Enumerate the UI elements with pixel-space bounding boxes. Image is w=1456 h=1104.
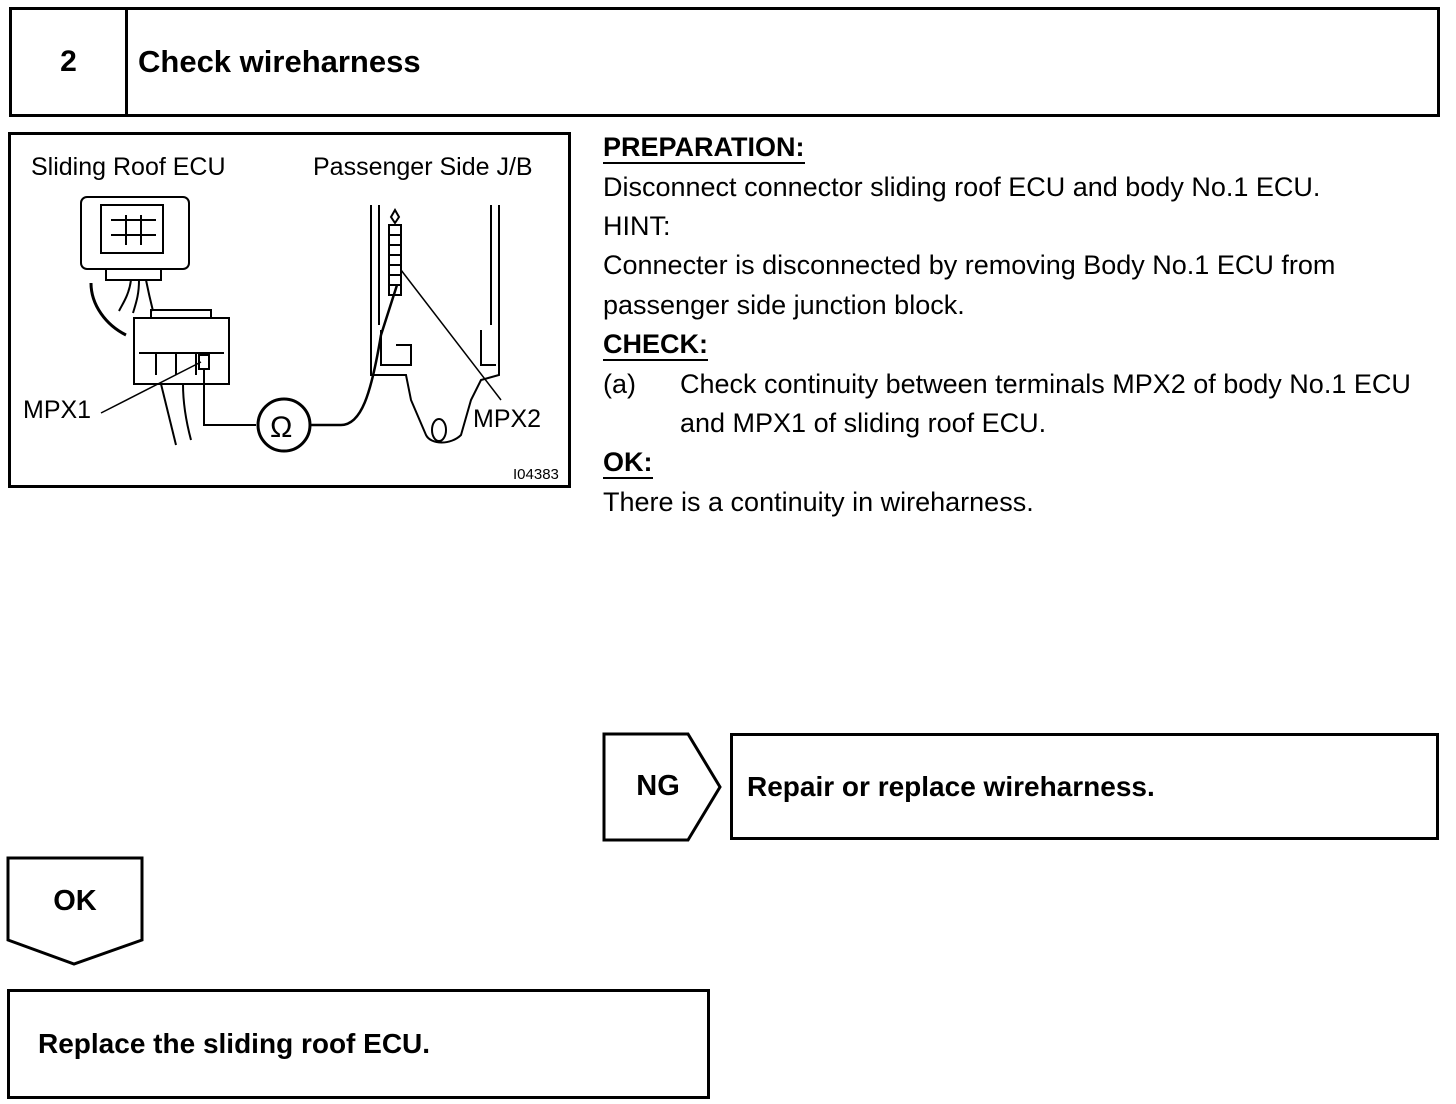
check-item-text: Check continuity between terminals MPX2 … bbox=[680, 368, 1411, 439]
wiring-diagram: Sliding Roof ECU Passenger Side J/B MPX1… bbox=[8, 132, 571, 488]
step-title: Check wireharness bbox=[138, 44, 421, 79]
ng-action-box: Repair or replace wireharness. bbox=[730, 733, 1439, 840]
jb-terminal-strip bbox=[388, 224, 402, 296]
ok-label: OK bbox=[53, 884, 97, 917]
check-item: (a) Check continuity between terminals M… bbox=[603, 365, 1453, 443]
ok-heading: OK: bbox=[603, 447, 653, 480]
hint-text-line2: passenger side junction block. bbox=[603, 289, 965, 320]
mpx1-label: MPX1 bbox=[23, 396, 91, 424]
check-item-index: (a) bbox=[603, 368, 636, 399]
ok-action-box: Replace the sliding roof ECU. bbox=[7, 989, 710, 1099]
ecu-connector-socket bbox=[100, 204, 164, 254]
figure-code: I04383 bbox=[513, 466, 559, 483]
ng-arrow-box bbox=[602, 732, 722, 842]
ok-action-text: Replace the sliding roof ECU. bbox=[38, 1028, 431, 1059]
ok-arrow-box bbox=[6, 856, 144, 966]
step-header: 2 Check wireharness bbox=[9, 7, 1440, 117]
ohm-symbol: Ω bbox=[270, 411, 292, 444]
ng-label: NG bbox=[636, 769, 680, 802]
ng-action-text: Repair or replace wireharness. bbox=[747, 770, 1155, 802]
step-number: 2 bbox=[12, 10, 128, 114]
junction-block-outline bbox=[370, 205, 500, 444]
ecu-label: Sliding Roof ECU bbox=[31, 153, 226, 181]
preparation-heading: PREPARATION: bbox=[603, 132, 805, 164]
mpx1-connector bbox=[133, 317, 230, 385]
ecu-body-shape bbox=[80, 196, 190, 270]
hint-text-line1: Connecter is disconnected by removing Bo… bbox=[603, 250, 1336, 281]
preparation-text: Disconnect connector sliding roof ECU an… bbox=[603, 172, 1321, 202]
procedure-text: PREPARATION: Disconnect connector slidin… bbox=[603, 128, 1453, 522]
jb-label: Passenger Side J/B bbox=[313, 153, 533, 181]
ok-condition-text: There is a continuity in wireharness. bbox=[603, 487, 1034, 518]
check-heading: CHECK: bbox=[603, 328, 708, 361]
wiring-diagram-drawing: Sliding Roof ECU Passenger Side J/B MPX1… bbox=[23, 153, 559, 483]
mpx2-label: MPX2 bbox=[473, 405, 541, 433]
hint-label: HINT: bbox=[603, 211, 671, 242]
